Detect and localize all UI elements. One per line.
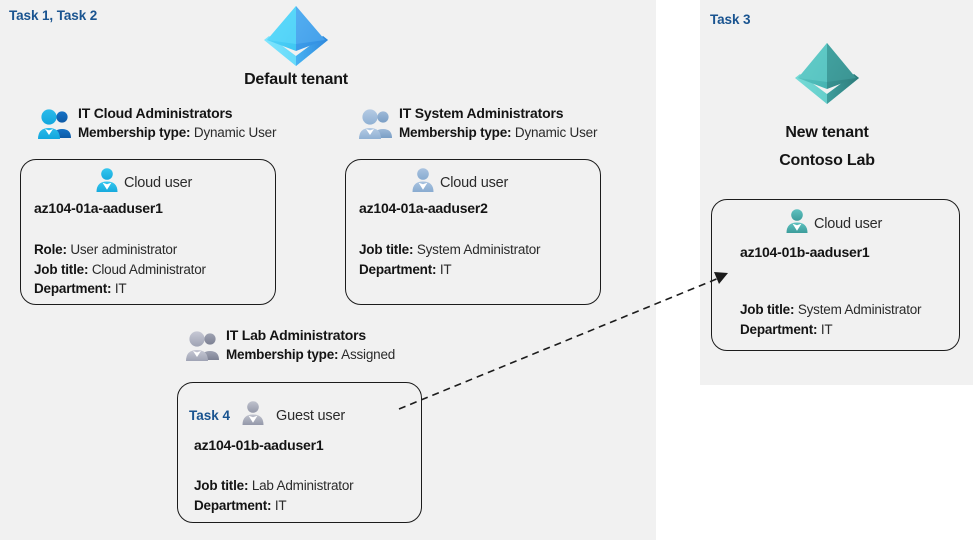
azure-ad-tenant-icon-default — [256, 0, 336, 75]
card-prop-jobtitle: Job title: Cloud Administrator — [34, 260, 206, 280]
new-tenant-caption-line1: New tenant — [785, 124, 869, 141]
card-prop-role-value: User administrator — [70, 242, 178, 257]
group-membership-value: Dynamic User — [193, 125, 277, 140]
card-properties: Job title: Lab Administrator Department:… — [194, 476, 354, 516]
user-card-contoso-aaduser1[interactable]: Cloud user az104-01b-aaduser1 Job title:… — [711, 199, 960, 351]
card-properties: Job title: System Administrator Departme… — [359, 240, 541, 280]
card-user-name: az104-01b-aaduser1 — [194, 437, 324, 453]
card-prop-department: Department: IT — [194, 496, 353, 516]
card-user-name: az104-01a-aaduser2 — [359, 200, 488, 216]
card-prop-department-value: IT — [274, 497, 287, 513]
user-card-guest-aaduser1[interactable]: Task 4 Guest user az104-01b-aaduser1 Job… — [177, 382, 422, 523]
card-user-name: az104-01a-aaduser1 — [34, 200, 163, 216]
card-prop-department-value: IT — [439, 261, 452, 277]
task-label-inline: Task 4 — [189, 408, 231, 423]
card-header: Cloud user — [411, 167, 508, 198]
card-prop-department-label: Department: — [359, 261, 437, 277]
card-prop-jobtitle-label: Job title: — [740, 302, 795, 317]
card-header: Cloud user — [95, 167, 192, 198]
group-it-system-administrators: IT System Administrators Membership type… — [357, 104, 687, 154]
group-membership: Membership type: Dynamic User — [78, 123, 356, 143]
card-prop-department-value: IT — [114, 281, 127, 296]
card-prop-department-label: Department: — [740, 321, 818, 337]
card-prop-jobtitle: Job title: Lab Administrator — [194, 476, 354, 496]
default-tenant-caption: Default tenant — [244, 71, 348, 88]
cloud-user-icon — [411, 167, 435, 198]
card-prop-jobtitle-value: Lab Administrator — [251, 478, 354, 493]
group-it-lab-administrators: IT Lab Administrators Membership type: A… — [184, 326, 514, 376]
group-membership: Membership type: Assigned — [226, 345, 514, 365]
default-tenant-panel — [0, 0, 656, 540]
card-prop-department: Department: IT — [740, 320, 921, 340]
group-membership-label: Membership type: — [226, 347, 339, 362]
azure-ad-tenant-icon-new — [786, 36, 868, 113]
group-users-icon — [36, 108, 76, 147]
cloud-user-icon — [95, 167, 119, 198]
group-membership: Membership type: Dynamic User — [399, 123, 687, 143]
card-header: Cloud user — [785, 208, 882, 239]
card-prop-department-label: Department: — [34, 281, 112, 296]
card-prop-jobtitle-label: Job title: — [194, 478, 249, 493]
new-tenant-caption-line2: Contoso Lab — [779, 152, 875, 169]
card-prop-jobtitle: Job title: System Administrator — [740, 300, 922, 320]
card-prop-role: Role: User administrator — [34, 240, 206, 260]
card-user-name: az104-01b-aaduser1 — [740, 244, 870, 260]
card-header: Task 4 Guest user — [189, 400, 345, 431]
card-prop-department-value: IT — [820, 321, 833, 337]
card-prop-department-label: Department: — [194, 497, 272, 513]
group-title: IT Lab Administrators — [226, 327, 366, 343]
card-prop-jobtitle-value: System Administrator — [797, 302, 922, 317]
card-prop-department: Department: IT — [34, 279, 206, 299]
task-label-right-panel: Task 3 — [710, 12, 751, 27]
group-it-cloud-administrators: IT Cloud Administrators Membership type:… — [36, 104, 356, 154]
card-prop-jobtitle: Job title: System Administrator — [359, 240, 541, 260]
card-prop-jobtitle-value: System Administrator — [416, 242, 541, 257]
card-prop-role-label: Role: — [34, 242, 67, 257]
user-card-aaduser1[interactable]: Cloud user az104-01a-aaduser1 Role: User… — [20, 159, 276, 305]
group-users-icon — [357, 108, 397, 147]
user-card-aaduser2[interactable]: Cloud user az104-01a-aaduser2 Job title:… — [345, 159, 601, 305]
card-kind-label: Guest user — [276, 407, 345, 424]
card-prop-jobtitle-label: Job title: — [359, 242, 414, 257]
task-label-left-panel: Task 1, Task 2 — [9, 8, 98, 23]
card-properties: Role: User administrator Job title: Clou… — [34, 240, 206, 299]
card-prop-department: Department: IT — [359, 260, 540, 280]
teal-cloud-user-icon — [785, 208, 809, 239]
card-kind-label: Cloud user — [440, 174, 509, 191]
card-kind-label: Cloud user — [814, 215, 883, 232]
card-properties: Job title: System Administrator Departme… — [740, 300, 922, 340]
group-title: IT System Administrators — [399, 105, 564, 121]
group-membership-value: Dynamic User — [514, 125, 598, 140]
card-kind-label: Cloud user — [124, 174, 193, 191]
group-membership-value: Assigned — [341, 347, 396, 362]
group-membership-label: Membership type: — [399, 125, 512, 140]
group-title: IT Cloud Administrators — [78, 105, 233, 121]
card-prop-jobtitle-value: Cloud Administrator — [91, 261, 206, 277]
group-membership-label: Membership type: — [78, 125, 191, 140]
card-prop-jobtitle-label: Job title: — [34, 261, 89, 277]
group-users-icon — [184, 330, 224, 369]
guest-user-icon — [241, 400, 265, 431]
